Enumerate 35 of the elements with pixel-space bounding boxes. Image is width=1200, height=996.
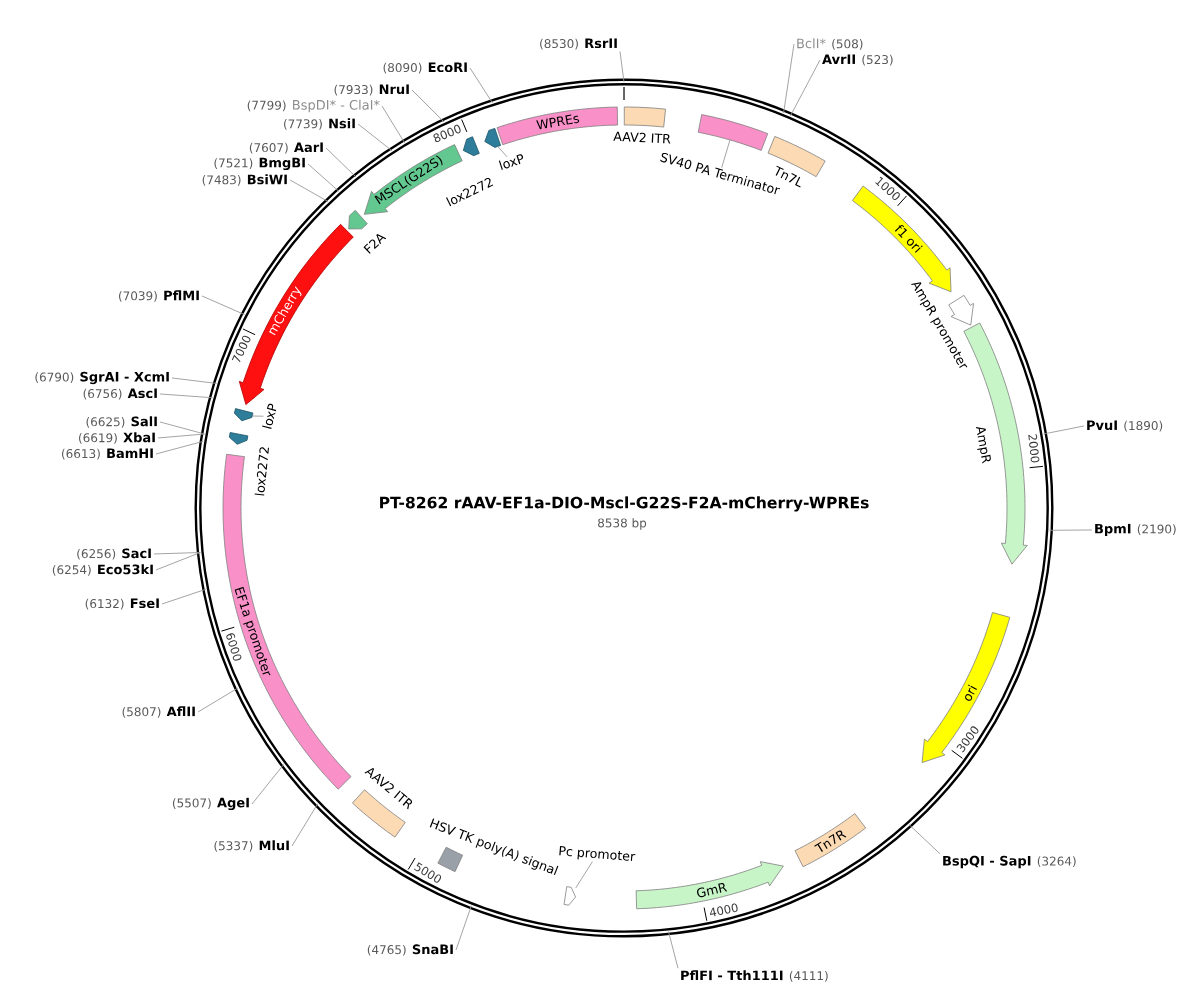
leader-line	[157, 433, 205, 439]
leader-line	[575, 861, 593, 889]
leader-line	[159, 421, 205, 435]
leader-line	[497, 145, 508, 158]
feature-band	[233, 408, 254, 422]
feature-band	[484, 128, 501, 148]
leader-line	[1043, 425, 1085, 435]
feature-box	[697, 114, 769, 151]
leader-line	[1048, 529, 1093, 531]
leader-line	[153, 552, 201, 555]
leader-line	[161, 588, 207, 605]
leader-line	[357, 123, 393, 152]
leader-line	[159, 393, 213, 399]
leader-line	[155, 440, 204, 455]
leader-line	[201, 295, 245, 316]
leader-line	[307, 163, 340, 192]
feature-band	[563, 886, 576, 906]
leader-line	[908, 824, 941, 855]
leader-line	[455, 905, 472, 951]
leader-line	[251, 415, 264, 417]
leader-line	[783, 43, 795, 114]
leader-line	[381, 105, 406, 144]
leader-line	[668, 931, 679, 969]
leader-line	[790, 59, 821, 117]
leader-line	[469, 67, 493, 104]
leader-line	[197, 687, 239, 713]
leader-line	[291, 803, 319, 847]
leader-line	[411, 89, 445, 123]
leader-line	[171, 377, 218, 384]
leader-line	[289, 179, 329, 202]
leader-line	[155, 552, 201, 571]
leader-line	[251, 763, 285, 805]
leader-line	[619, 51, 625, 83]
leader-line	[325, 147, 357, 178]
leader-line	[721, 139, 731, 169]
